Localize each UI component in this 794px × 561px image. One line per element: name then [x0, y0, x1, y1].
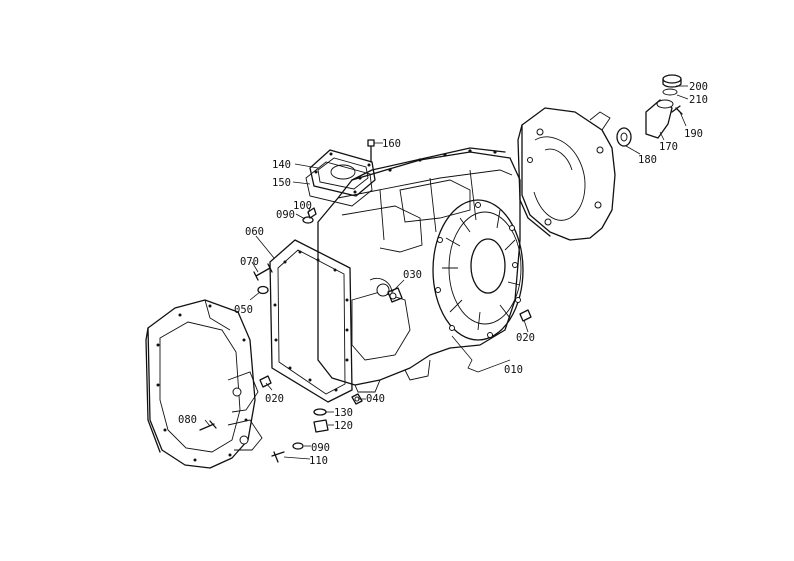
callout-150: 150 [272, 177, 291, 189]
callout-050: 050 [234, 304, 253, 316]
leader-lines [204, 85, 689, 460]
stud-070[interactable] [253, 263, 273, 281]
callout-080: 080 [178, 414, 197, 426]
callout-020-right: 020 [516, 332, 535, 344]
callout-040: 040 [366, 393, 385, 405]
callout-labels: 010 020 020 030 040 050 060 070 080 090 … [178, 81, 708, 467]
bolt-160[interactable] [367, 139, 375, 163]
callout-090-bottom: 090 [311, 442, 330, 454]
washer-130[interactable] [313, 408, 327, 416]
callout-190: 190 [684, 128, 703, 140]
gasket-180[interactable] [616, 127, 632, 147]
callout-010: 010 [504, 364, 523, 376]
callout-120: 120 [334, 420, 353, 432]
bolt-100[interactable] [307, 207, 317, 219]
washer-090-bottom[interactable] [292, 442, 304, 450]
callout-130: 130 [334, 407, 353, 419]
oring-210[interactable] [662, 88, 678, 96]
callout-060: 060 [245, 226, 264, 238]
callout-200: 200 [689, 81, 708, 93]
plug-050[interactable] [257, 285, 269, 295]
washer-090-top[interactable] [302, 216, 314, 224]
bolt-190[interactable] [671, 105, 683, 115]
rear-cover[interactable] [517, 107, 616, 241]
callout-110: 110 [309, 455, 328, 467]
top-cover-140[interactable] [309, 149, 376, 197]
cap-200[interactable] [662, 74, 682, 88]
dowel-pin-020-right[interactable] [519, 309, 532, 322]
transmission-case-010[interactable] [317, 147, 524, 393]
callout-140: 140 [272, 159, 291, 171]
callout-030: 030 [403, 269, 422, 281]
bolt-080[interactable] [199, 420, 217, 431]
callout-210: 210 [689, 94, 708, 106]
callout-100: 100 [293, 200, 312, 212]
gasket-060[interactable] [269, 239, 353, 403]
callout-160: 160 [382, 138, 401, 150]
bolt-110[interactable] [271, 451, 285, 463]
dowel-pin-020-left[interactable] [259, 375, 272, 388]
callout-070: 070 [240, 256, 259, 268]
callout-180: 180 [638, 154, 657, 166]
filler-elbow-170[interactable] [645, 99, 674, 139]
callout-020-left: 020 [265, 393, 284, 405]
front-case-080[interactable] [145, 299, 263, 469]
callout-090-top: 090 [276, 209, 295, 221]
callout-170: 170 [659, 141, 678, 153]
drain-plug-120[interactable] [313, 419, 329, 433]
gasket-150[interactable] [305, 161, 373, 207]
